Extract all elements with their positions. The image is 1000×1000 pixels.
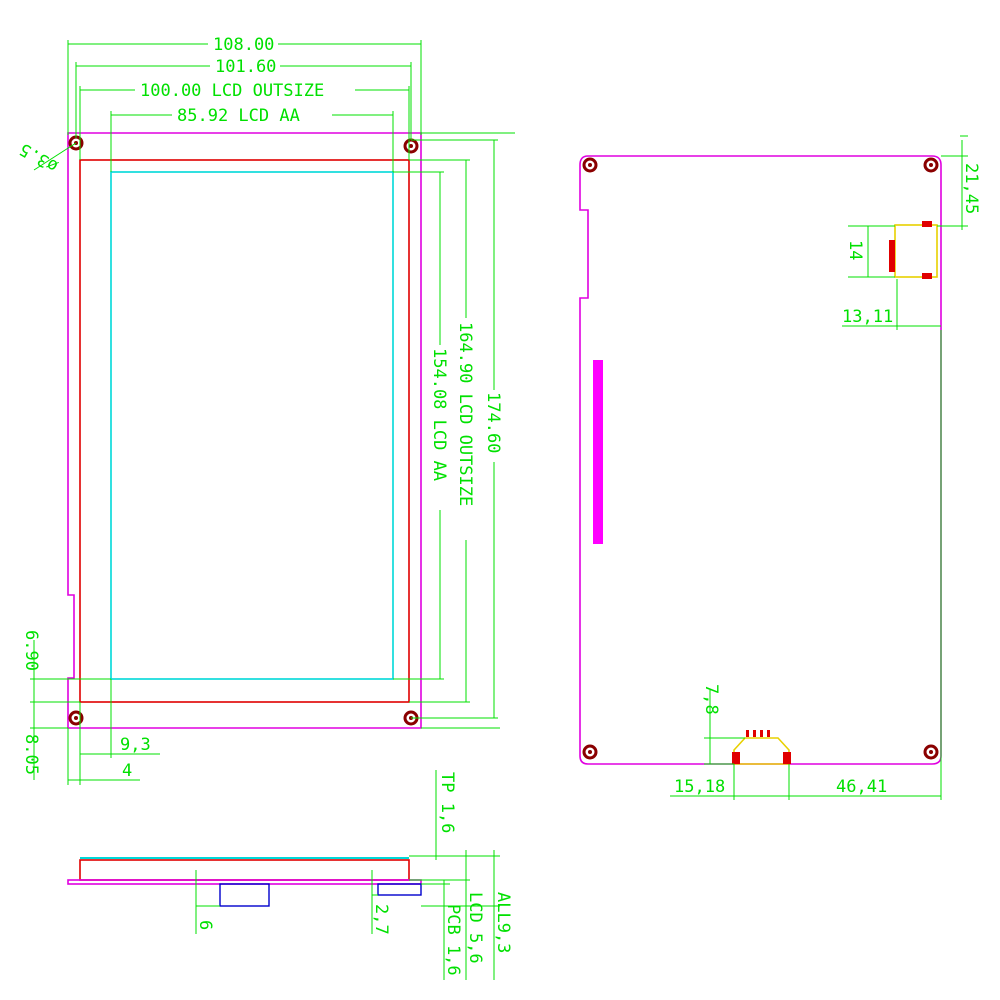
- side-component-small: [377, 883, 422, 896]
- bottom-offset-hole-label: 8.05: [21, 734, 41, 775]
- connector-right-label: 13,11: [842, 307, 893, 327]
- width-lcd-aa-label: 85.92 LCD AA: [177, 106, 300, 126]
- hole-diameter-label: ø3.5: [16, 138, 61, 176]
- front-lcd-outsize: [79, 159, 410, 703]
- front-view: 108.00 101.60 100.00 LCD OUTSIZE 85.92 L…: [16, 34, 515, 785]
- width-lcd-outsize-label: 100.00 LCD OUTSIZE: [140, 81, 324, 101]
- all-thickness-label: ALL9,3: [493, 892, 513, 953]
- side-component-large: [219, 883, 270, 907]
- bottom-offset-lcd-label: 6.90: [21, 630, 41, 671]
- component-small-label: 2,7: [371, 904, 391, 935]
- height-lcd-aa-label: 154.08 LCD AA: [429, 348, 449, 481]
- back-connector-bottom: [732, 730, 791, 765]
- width-pcb-label: 108.00: [213, 35, 274, 55]
- front-bottom-left-dimensions: [30, 640, 160, 785]
- height-pcb-label: 174.60: [483, 392, 503, 453]
- side-dimensions: [195, 770, 500, 980]
- fpc-right-label: 46,41: [836, 777, 887, 797]
- component-height-label: 6: [195, 920, 215, 930]
- back-fpc-strip: [593, 360, 603, 544]
- fpc-left-label: 15,18: [674, 777, 725, 797]
- front-mounting-holes: [68, 135, 419, 726]
- pcb-thickness-label: PCB 1,6: [443, 904, 463, 976]
- lcd-thickness-label: LCD 5,6: [465, 892, 485, 964]
- connector-top-label: 21,45: [961, 163, 981, 214]
- height-lcd-outsize-label: 164.90 LCD OUTSIZE: [455, 322, 475, 506]
- fpc-height-label: 7,8: [701, 684, 721, 715]
- left-offset-aa-label: 9,3: [120, 735, 151, 755]
- back-connector-top: [889, 221, 938, 279]
- connector-height-label: 14: [845, 240, 865, 260]
- front-pcb-outline: [67, 132, 422, 729]
- back-mounting-holes: [582, 157, 939, 760]
- back-view: 21,45 14 13,11 7,8 15,18 46,41: [579, 135, 981, 800]
- front-lcd-active-area: [110, 171, 394, 680]
- back-pcb-outline: [579, 155, 942, 765]
- back-dimensions: [670, 135, 968, 800]
- width-holes-label: 101.60: [215, 57, 276, 77]
- side-lcd-body: [79, 859, 410, 881]
- side-view: TP 1,6 6 2,7 PCB 1,6 LCD 5,6 ALL9,3: [67, 770, 513, 980]
- left-offset-hole-label: 4: [122, 761, 132, 781]
- tp-thickness-label: TP 1,6: [437, 772, 457, 833]
